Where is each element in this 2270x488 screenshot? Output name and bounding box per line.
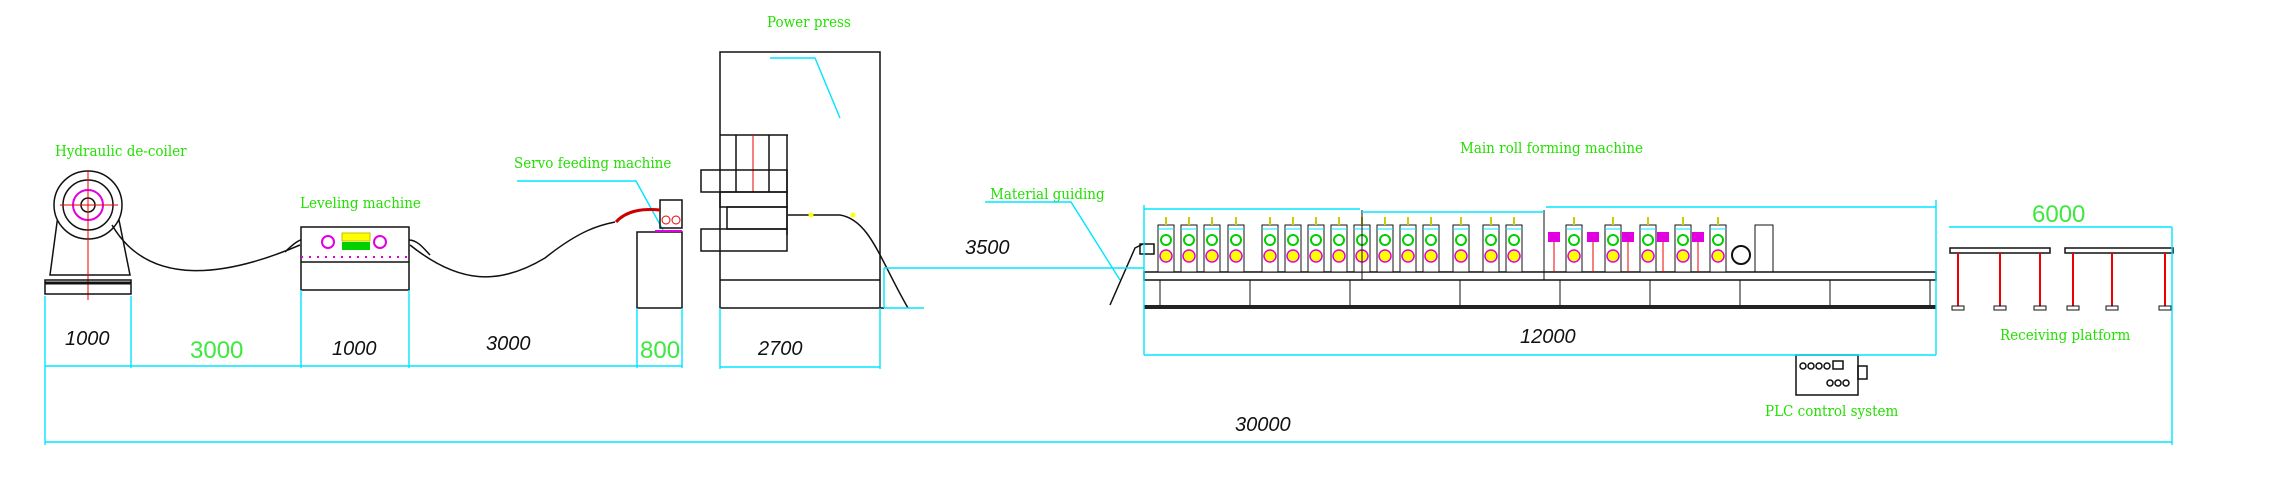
label-main-roll-forming: Main roll forming machine bbox=[1460, 139, 1643, 157]
label-servo-feeding: Servo feeding machine bbox=[514, 154, 671, 172]
label-receiving-platform: Receiving platform bbox=[2000, 326, 2131, 344]
roll-station bbox=[1452, 217, 1470, 273]
roll-station bbox=[1157, 217, 1175, 273]
dimension-values: 1000 3000 1000 3000 800 2700 3500 12000 … bbox=[65, 201, 2085, 436]
component-labels: Hydraulic de-coiler Leveling machine Ser… bbox=[55, 13, 2131, 420]
dim-roll-forming: 12000 bbox=[1520, 326, 1576, 348]
label-plc-control: PLC control system bbox=[1765, 402, 1898, 420]
guide-block bbox=[1548, 232, 1560, 242]
dimension-lines bbox=[44, 200, 2173, 445]
dim-gap-2: 3000 bbox=[486, 333, 531, 355]
guide-block bbox=[1622, 232, 1634, 242]
receiving-platform bbox=[1949, 247, 2174, 311]
guide-block bbox=[1692, 232, 1704, 242]
power-press bbox=[700, 51, 884, 309]
roll-station bbox=[1482, 217, 1500, 273]
label-hydraulic-decoiler: Hydraulic de-coiler bbox=[55, 142, 187, 160]
cutter-unit bbox=[1754, 224, 1774, 273]
roll-station bbox=[1376, 217, 1394, 273]
roll-station bbox=[1399, 217, 1417, 273]
label-power-press: Power press bbox=[767, 13, 851, 31]
dim-press: 2700 bbox=[757, 338, 803, 360]
main-roll-forming-machine bbox=[1109, 210, 1937, 309]
dim-total: 30000 bbox=[1235, 414, 1291, 436]
roll-station bbox=[1674, 217, 1692, 273]
roll-station bbox=[1422, 217, 1440, 273]
roll-station bbox=[1639, 217, 1657, 273]
dim-leveling: 1000 bbox=[332, 338, 377, 360]
servo-feeding-machine bbox=[614, 199, 683, 309]
leveling-machine bbox=[284, 226, 431, 291]
roll-station bbox=[1505, 217, 1523, 273]
dim-decoiler: 1000 bbox=[65, 328, 110, 350]
straightener-wheel bbox=[1731, 245, 1751, 265]
dim-gap-1: 3000 bbox=[190, 337, 243, 364]
roll-station bbox=[1604, 217, 1622, 273]
roll-station bbox=[1284, 217, 1302, 273]
roll-station bbox=[1227, 217, 1245, 273]
roll-station bbox=[1261, 217, 1279, 273]
roll-station bbox=[1180, 217, 1198, 273]
roll-station bbox=[1709, 217, 1727, 273]
dim-platform: 6000 bbox=[2032, 201, 2085, 228]
label-material-guiding: Material guiding bbox=[990, 185, 1105, 203]
guide-block bbox=[1657, 232, 1669, 242]
guide-block bbox=[1587, 232, 1599, 242]
label-leveling-machine: Leveling machine bbox=[300, 194, 421, 212]
dim-servo: 800 bbox=[640, 337, 680, 364]
plc-control-cabinet bbox=[1795, 354, 1868, 396]
hydraulic-decoiler bbox=[44, 170, 132, 300]
roll-station bbox=[1203, 217, 1221, 273]
roll-station bbox=[1307, 217, 1325, 273]
roll-station bbox=[1330, 217, 1348, 273]
strip-material bbox=[111, 214, 909, 309]
roll-station bbox=[1565, 217, 1583, 273]
leader-lines bbox=[517, 57, 1121, 281]
dim-guide-height: 3500 bbox=[965, 237, 1010, 259]
